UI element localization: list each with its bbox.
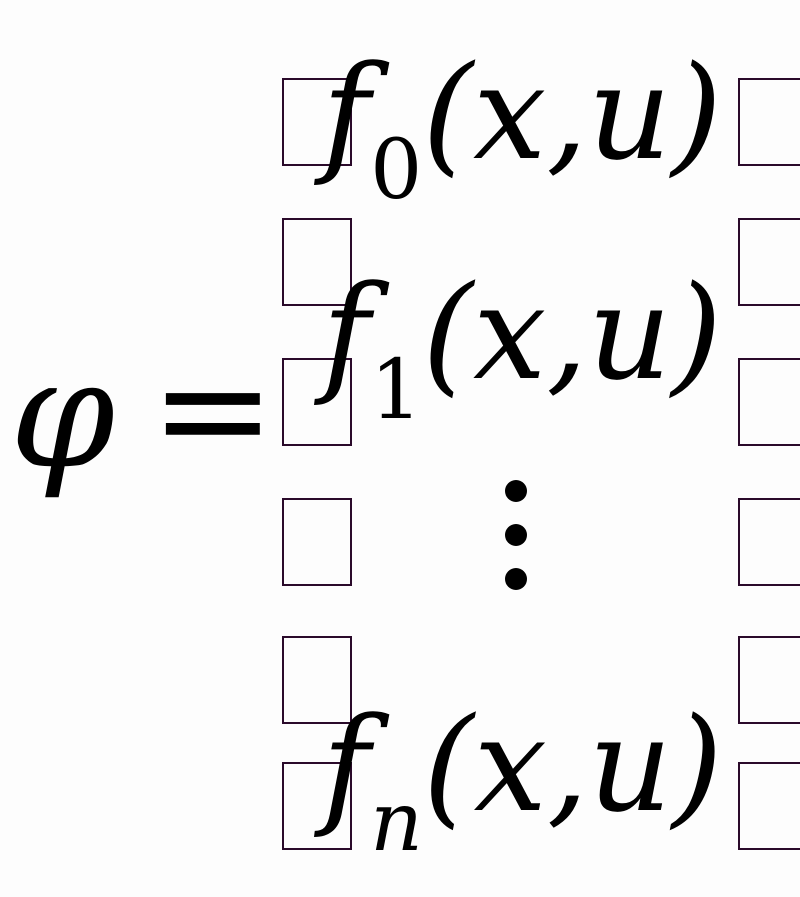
left-bracket-glyph-box	[282, 762, 352, 850]
function-symbol: f	[322, 257, 371, 409]
phi-symbol: φ	[10, 328, 116, 502]
left-bracket-glyph-box	[282, 78, 352, 166]
matrix-row-f0: f0(x,u)	[322, 48, 722, 212]
left-bracket-glyph-box	[282, 218, 352, 306]
function-arguments: (x,u)	[422, 689, 723, 841]
right-bracket-glyph-box	[738, 762, 800, 850]
right-bracket-glyph-box	[738, 636, 800, 724]
right-bracket-glyph-box	[738, 498, 800, 586]
right-bracket-glyph-box	[738, 218, 800, 306]
function-arguments: (x,u)	[422, 37, 723, 189]
function-symbol: f	[322, 37, 371, 189]
right-bracket-glyph-box	[738, 358, 800, 446]
matrix-row-fn: fn(x,u)	[322, 700, 723, 864]
function-symbol: f	[322, 689, 371, 841]
right-bracket-glyph-box	[738, 78, 800, 166]
subscript: n	[370, 775, 423, 870]
ellipsis-dot	[505, 480, 527, 502]
function-arguments: (x,u)	[422, 257, 723, 409]
equals-sign: =	[150, 323, 276, 497]
matrix-row-f1: f1(x,u)	[322, 268, 722, 432]
left-bracket-glyph-box	[282, 636, 352, 724]
ellipsis-dot	[505, 568, 527, 590]
ellipsis-dot	[505, 524, 527, 546]
subscript: 0	[370, 123, 423, 218]
vertical-ellipsis	[505, 480, 529, 600]
left-bracket-glyph-box	[282, 498, 352, 586]
subscript: 1	[370, 343, 423, 438]
left-bracket-glyph-box	[282, 358, 352, 446]
